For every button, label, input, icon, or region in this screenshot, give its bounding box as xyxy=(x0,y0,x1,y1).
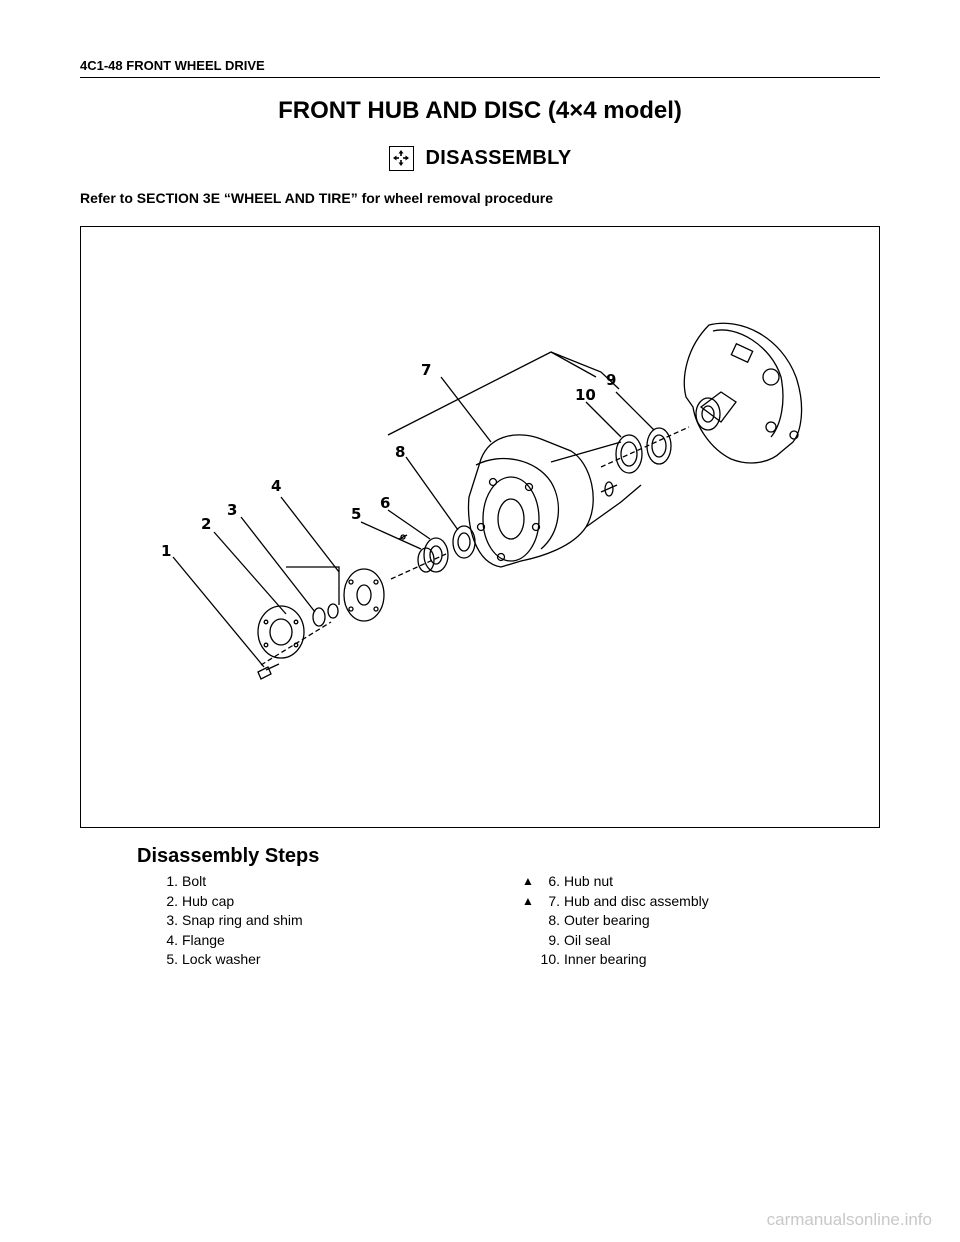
step-item: 5.Lock washer xyxy=(166,951,261,967)
page-header: 4C1-48 FRONT WHEEL DRIVE xyxy=(80,58,265,73)
step-item: 10.Inner bearing xyxy=(540,951,647,967)
snap-ring xyxy=(312,607,326,627)
step-item: ▲7.Hub and disc assembly xyxy=(522,892,709,912)
disassembly-arrows-icon xyxy=(388,146,414,171)
callout-5: 5 xyxy=(351,505,361,523)
oil-seal xyxy=(646,427,672,465)
step-item: 8.Outer bearing xyxy=(548,912,650,928)
steps-column-1: 1.Bolt 2.Hub cap 3.Snap ring and shim 4.… xyxy=(158,872,303,970)
callout-3: 3 xyxy=(227,501,237,519)
hub-cap xyxy=(257,605,305,659)
step-item: ▲6.Hub nut xyxy=(522,872,709,892)
callout-1: 1 xyxy=(161,542,171,560)
header-rule xyxy=(80,77,880,78)
page-title: FRONT HUB AND DISC (4×4 model) xyxy=(278,97,682,124)
section-heading: DISASSEMBLY xyxy=(0,146,960,171)
step-item: 9.Oil seal xyxy=(548,931,611,948)
steps-column-2: ▲6.Hub nut ▲7.Hub and disc assembly 8.Ou… xyxy=(522,872,709,970)
step-item: 2.Hub cap xyxy=(166,892,235,909)
important-step-marker: ▲ xyxy=(522,874,534,888)
callout-8: 8 xyxy=(395,443,405,461)
reference-note: Refer to SECTION 3E “WHEEL AND TIRE” for… xyxy=(80,190,553,206)
lock-washer xyxy=(417,547,435,573)
step-item: 1.Bolt xyxy=(166,873,207,889)
section-title: DISASSEMBLY xyxy=(425,147,572,169)
important-step-marker: ▲ xyxy=(522,893,534,908)
flange xyxy=(343,568,385,622)
callout-10: 10 xyxy=(575,386,596,404)
steps-heading: Disassembly Steps xyxy=(137,845,320,867)
callout-2: 2 xyxy=(201,515,211,533)
callout-6: 6 xyxy=(380,494,390,512)
watermark: carmanualsonline.info xyxy=(766,1210,932,1229)
exploded-view-figure: 1 2 3 4 5 6 7 8 9 10 xyxy=(80,226,880,828)
step-item: 4.Flange xyxy=(166,931,225,948)
hub-exploded-diagram: 1 2 3 4 5 6 7 8 9 10 xyxy=(161,322,803,680)
shim xyxy=(327,603,339,619)
outer-bearing xyxy=(452,525,476,559)
inner-bearing xyxy=(615,434,643,474)
hub-nut xyxy=(423,537,449,573)
bolt xyxy=(257,666,272,680)
step-item: 3.Snap ring and shim xyxy=(166,912,303,928)
callout-7: 7 xyxy=(421,361,431,379)
hub-disc xyxy=(467,434,594,568)
callout-9: 9 xyxy=(606,371,616,389)
callout-4: 4 xyxy=(271,477,281,495)
knuckle-backing-plate xyxy=(683,322,803,464)
